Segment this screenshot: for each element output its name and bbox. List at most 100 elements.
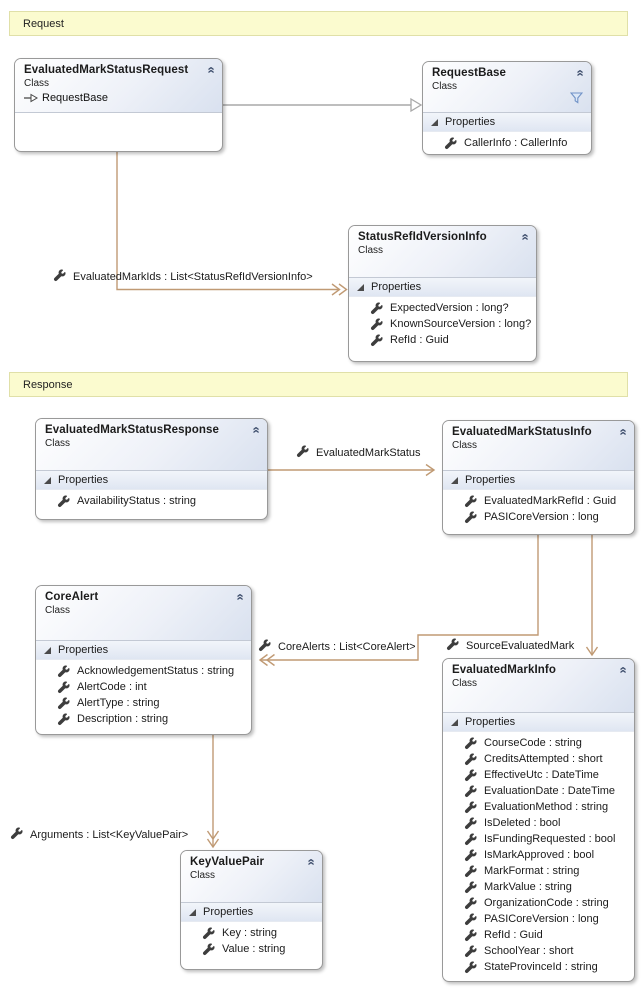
properties-list: CallerInfo : CallerInfo (423, 132, 591, 151)
collapse-chevron-icon[interactable]: « (518, 233, 534, 241)
association-label-text: SourceEvaluatedMark (466, 640, 575, 652)
expander-icon[interactable] (44, 646, 51, 654)
evaluated-mark-status-association-label[interactable]: EvaluatedMarkStatus (296, 445, 421, 461)
expander-icon[interactable] (357, 283, 364, 291)
expander-icon[interactable] (451, 476, 458, 484)
property-text: AvailabilityStatus : string (77, 495, 197, 507)
collapse-chevron-icon[interactable]: « (233, 593, 249, 601)
property-text: CreditsAttempted : short (484, 753, 603, 765)
collapse-chevron-icon[interactable]: « (204, 66, 220, 74)
class-box-status-ref-id-version-info[interactable]: StatusRefIdVersionInfo « Class Propertie… (348, 225, 537, 362)
property-text: Description : string (77, 713, 169, 725)
property-text: PASICoreVersion : long (484, 913, 599, 925)
properties-compartment-header[interactable]: Properties (36, 641, 251, 660)
source-evaluated-mark-connector[interactable] (585, 535, 599, 657)
expander-icon[interactable] (44, 476, 51, 484)
filter-icon[interactable] (569, 91, 584, 109)
property-row[interactable]: PASICoreVersion : long (443, 509, 634, 525)
property-row[interactable]: RefId : Guid (349, 332, 536, 348)
class-kind: Class (24, 78, 50, 89)
expander-icon[interactable] (451, 718, 458, 726)
property-text: AlertType : string (77, 697, 160, 709)
property-text: RefId : Guid (390, 334, 449, 346)
class-title: CoreAlert (45, 591, 99, 603)
class-title: StatusRefIdVersionInfo (358, 231, 487, 243)
source-evaluated-mark-association-label[interactable]: SourceEvaluatedMark (446, 638, 574, 654)
collapse-chevron-icon[interactable]: « (249, 426, 265, 434)
inherits-row[interactable]: RequestBase (24, 92, 214, 104)
properties-compartment-header[interactable]: Properties (36, 471, 267, 490)
collapse-chevron-icon[interactable]: « (616, 666, 632, 674)
properties-compartment-header[interactable]: Properties (443, 713, 634, 732)
evaluated-mark-ids-connector[interactable] (116, 152, 348, 296)
wrench-icon (202, 926, 215, 939)
properties-compartment-header[interactable]: Properties (423, 113, 591, 132)
inheritance-connector[interactable] (223, 97, 423, 113)
property-row[interactable]: AlertType : string (36, 695, 251, 711)
expander-icon[interactable] (431, 118, 438, 126)
class-box-evaluated-mark-status-response[interactable]: EvaluatedMarkStatusResponse « Class Prop… (35, 418, 268, 520)
class-box-request-base[interactable]: RequestBase « Class Properties CallerInf… (422, 61, 592, 155)
collapse-chevron-icon[interactable]: « (616, 428, 632, 436)
property-row[interactable]: Key : string (181, 925, 322, 941)
arguments-association-label[interactable]: Arguments : List<KeyValuePair> (10, 827, 188, 843)
property-row[interactable]: CourseCode : string (443, 735, 634, 751)
property-row[interactable]: Value : string (181, 941, 322, 957)
class-header: EvaluatedMarkStatusResponse « Class (36, 419, 267, 471)
property-row[interactable]: CreditsAttempted : short (443, 751, 634, 767)
class-kind: Class (45, 438, 71, 449)
class-box-evaluated-mark-status-info[interactable]: EvaluatedMarkStatusInfo « Class Properti… (442, 420, 635, 535)
property-row[interactable]: EvaluationDate : DateTime (443, 783, 634, 799)
properties-compartment-header[interactable]: Properties (181, 903, 322, 922)
class-box-key-value-pair[interactable]: KeyValuePair « Class Properties Key : st… (180, 850, 323, 970)
collapse-chevron-icon[interactable]: « (304, 858, 320, 866)
property-row[interactable]: ExpectedVersion : long? (349, 300, 536, 316)
property-row[interactable]: MarkValue : string (443, 879, 634, 895)
property-row[interactable]: AcknowledgementStatus : string (36, 663, 251, 679)
core-alerts-connector[interactable] (258, 535, 539, 667)
wrench-icon (464, 848, 477, 861)
class-kind: Class (190, 870, 216, 881)
properties-compartment-header[interactable]: Properties (349, 278, 536, 297)
property-row[interactable]: IsDeleted : bool (443, 815, 634, 831)
property-row[interactable]: EvaluationMethod : string (443, 799, 634, 815)
response-region-banner[interactable]: Response (9, 372, 628, 397)
property-row[interactable]: StateProvinceId : string (443, 959, 634, 975)
property-row[interactable]: IsFundingRequested : bool (443, 831, 634, 847)
property-row[interactable]: IsMarkApproved : bool (443, 847, 634, 863)
expander-icon[interactable] (189, 908, 196, 916)
property-row[interactable]: Description : string (36, 711, 251, 727)
property-row[interactable]: KnownSourceVersion : long? (349, 316, 536, 332)
evaluated-mark-ids-association-label[interactable]: EvaluatedMarkIds : List<StatusRefIdVersi… (53, 269, 313, 285)
core-alerts-association-label[interactable]: CoreAlerts : List<CoreAlert> (258, 639, 416, 655)
wrench-icon (53, 269, 66, 285)
property-row[interactable]: EvaluatedMarkRefId : Guid (443, 493, 634, 509)
properties-label: Properties (465, 716, 516, 728)
properties-label: Properties (203, 906, 254, 918)
collapse-chevron-icon[interactable]: « (573, 69, 589, 77)
arguments-connector[interactable] (206, 735, 220, 849)
property-text: SchoolYear : short (484, 945, 574, 957)
property-text: Value : string (222, 943, 286, 955)
property-row[interactable]: EffectiveUtc : DateTime (443, 767, 634, 783)
property-row[interactable]: CallerInfo : CallerInfo (423, 135, 591, 151)
class-box-core-alert[interactable]: CoreAlert « Class Properties Acknowledge… (35, 585, 252, 735)
class-box-evaluated-mark-info[interactable]: EvaluatedMarkInfo « Class Properties Cou… (442, 658, 635, 982)
wrench-icon (57, 494, 70, 507)
class-kind: Class (452, 678, 478, 689)
property-row[interactable]: MarkFormat : string (443, 863, 634, 879)
property-text: EvaluationDate : DateTime (484, 785, 616, 797)
class-header: EvaluatedMarkInfo « Class (443, 659, 634, 713)
property-row[interactable]: PASICoreVersion : long (443, 911, 634, 927)
class-box-evaluated-mark-status-request[interactable]: EvaluatedMarkStatusRequest « Class Reque… (14, 58, 223, 152)
property-row[interactable]: AvailabilityStatus : string (36, 493, 267, 509)
evaluated-mark-status-connector[interactable] (268, 463, 436, 477)
properties-compartment-header[interactable]: Properties (443, 471, 634, 490)
request-region-banner[interactable]: Request (9, 11, 628, 36)
property-row[interactable]: SchoolYear : short (443, 943, 634, 959)
class-title: EvaluatedMarkInfo (452, 664, 556, 676)
property-row[interactable]: AlertCode : int (36, 679, 251, 695)
property-row[interactable]: OrganizationCode : string (443, 895, 634, 911)
property-row[interactable]: RefId : Guid (443, 927, 634, 943)
